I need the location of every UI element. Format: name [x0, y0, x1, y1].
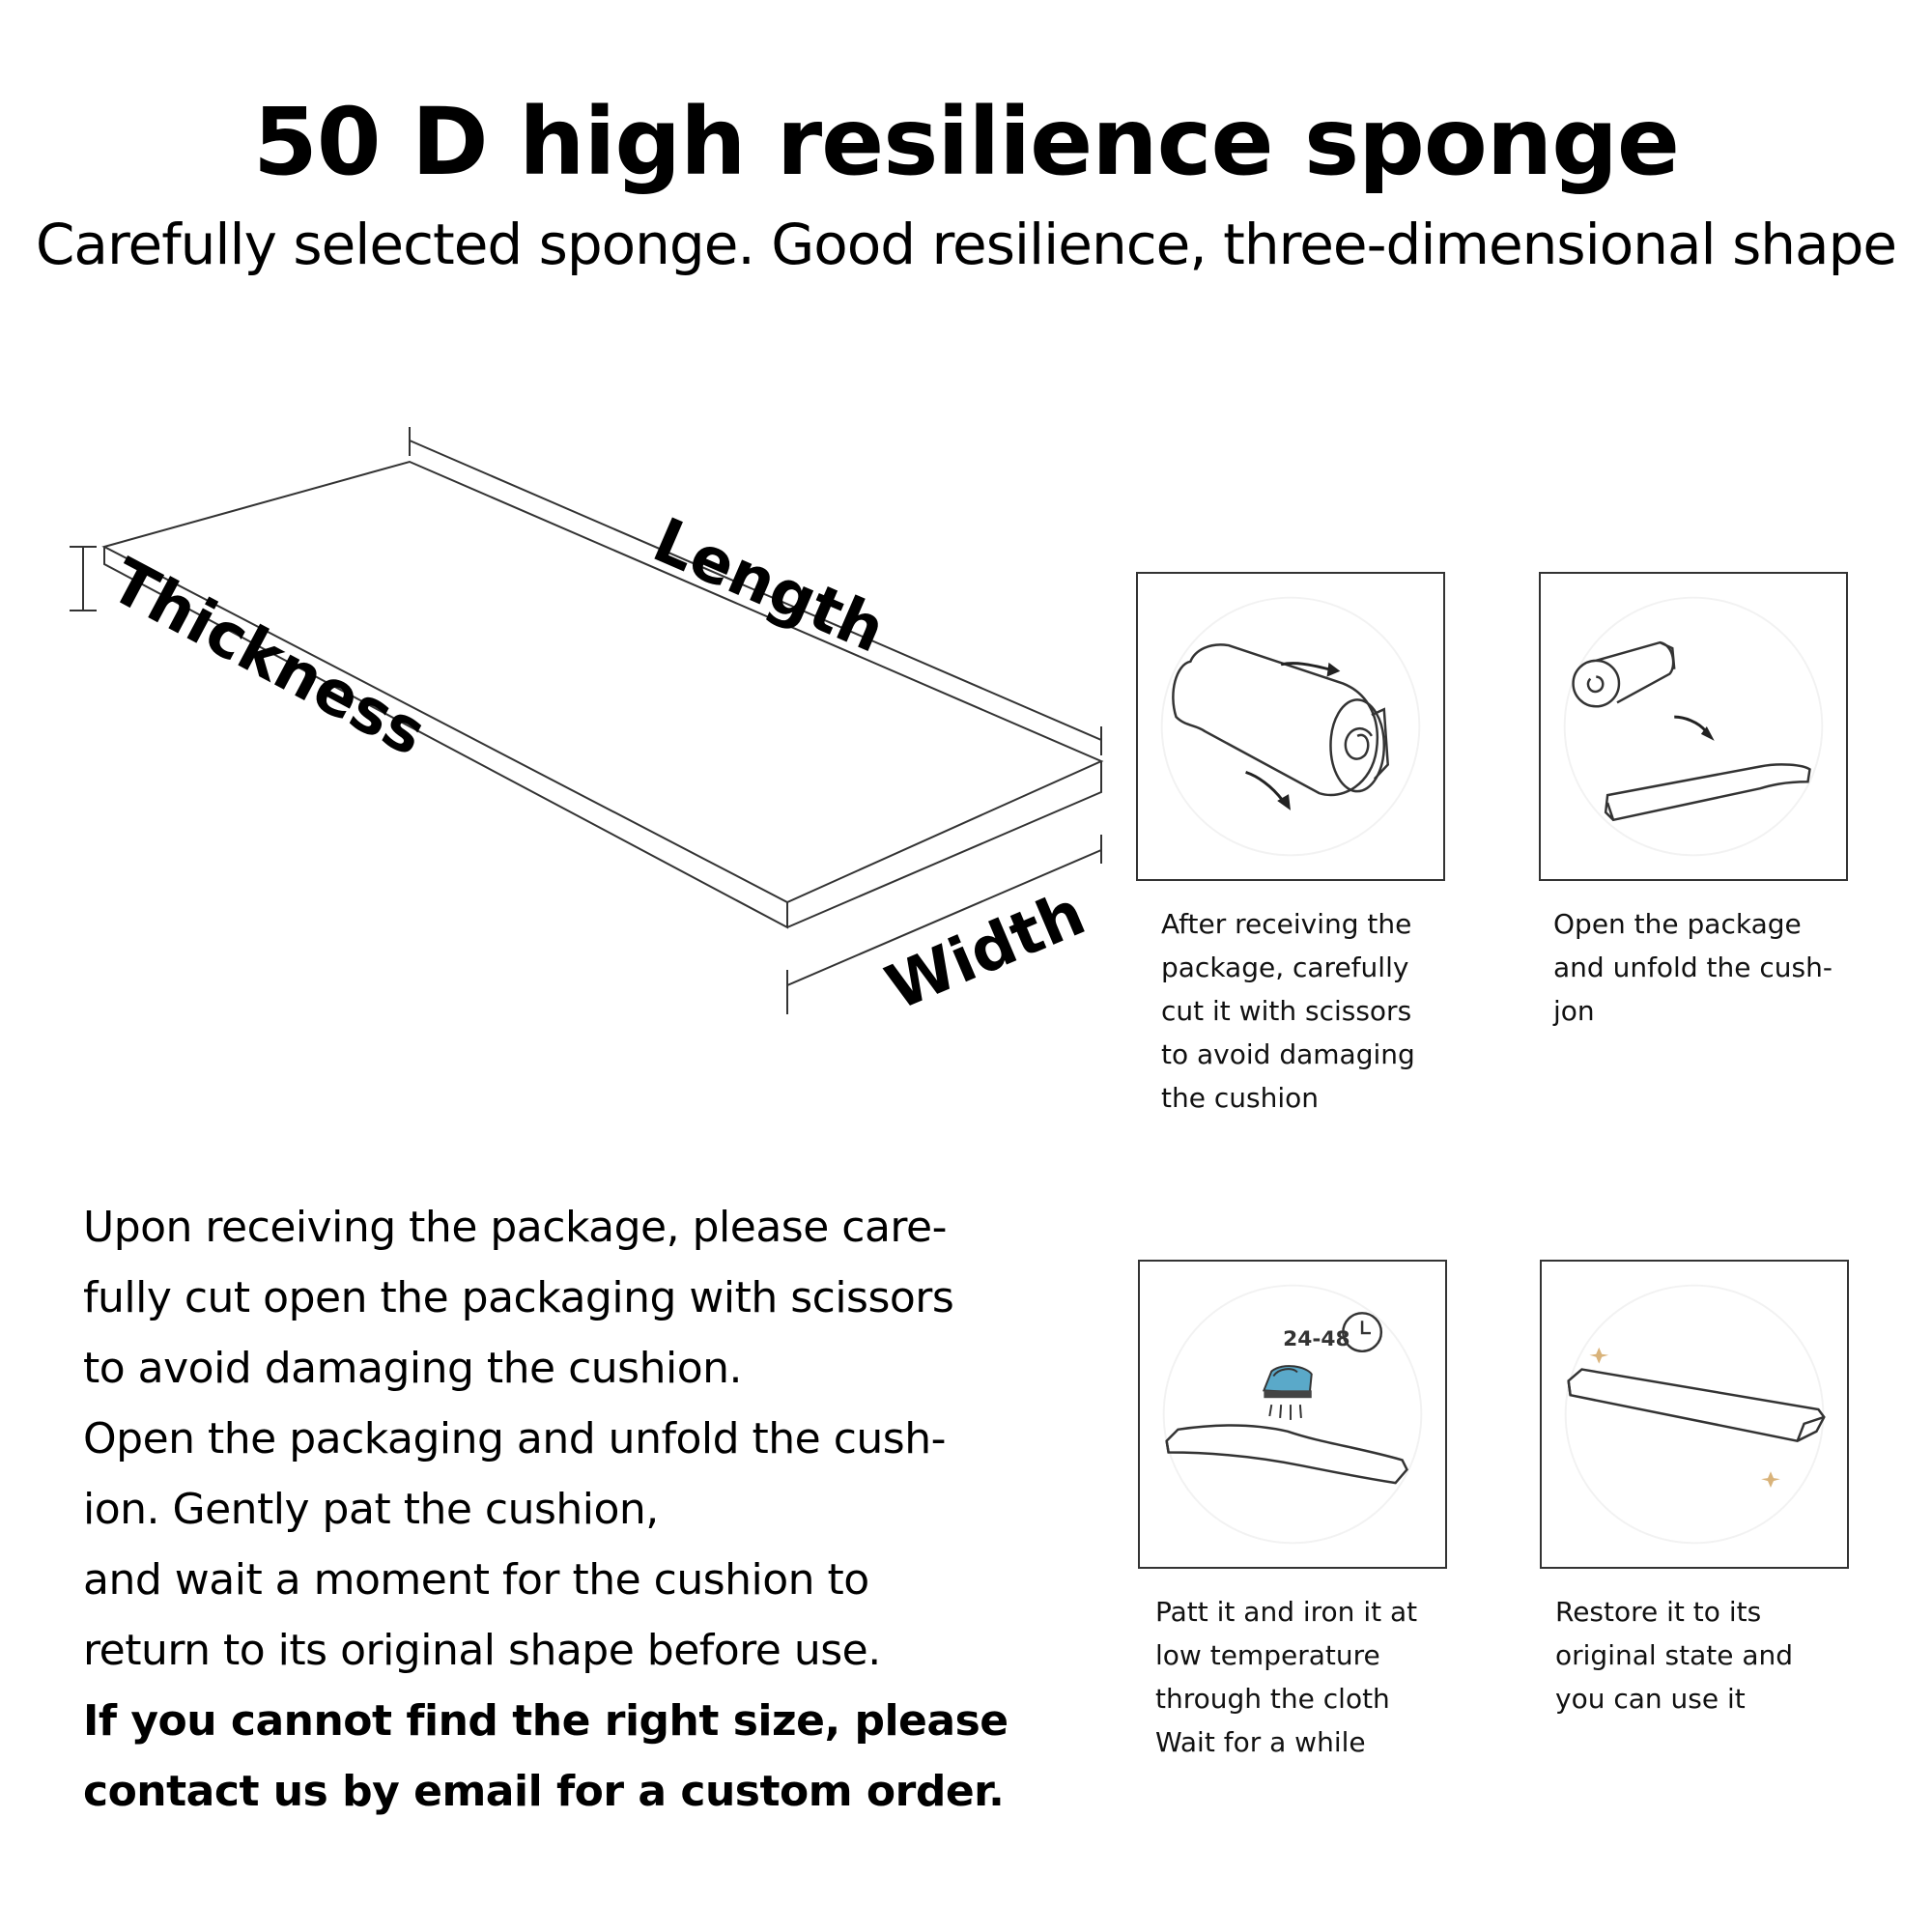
step-3-caption: Patt it and iron it at low temperature t… [1155, 1596, 1418, 1758]
page-subtitle: Carefully selected sponge. Good resilien… [35, 212, 1897, 277]
rolled-cushion-icon [1160, 596, 1421, 857]
thickness-label: Thickness [99, 546, 437, 771]
width-dimension-line [786, 849, 1102, 986]
unfold-cushion-icon [1563, 596, 1824, 857]
custom-order-note: If you cannot find the right size, pleas… [83, 1696, 1009, 1816]
step-4-caption: Restore it to its original state and you… [1555, 1596, 1794, 1715]
instructions-paragraph-3: and wait a moment for the cushion to ret… [83, 1555, 881, 1675]
step-2-panel [1539, 572, 1848, 881]
length-dimension-line [409, 440, 1102, 741]
iron-icon [1262, 1365, 1313, 1420]
clock-icon [1342, 1312, 1383, 1353]
step-4-panel [1540, 1260, 1849, 1569]
instructions-text: Upon receiving the package, please care-… [83, 1192, 1049, 1827]
timer-text: 24-48 [1283, 1327, 1350, 1351]
step-3-panel: 24-48 [1138, 1260, 1447, 1569]
restored-cushion-icon [1564, 1284, 1826, 1545]
iron-cushion-icon: 24-48 [1162, 1284, 1423, 1545]
cushion-side-face [786, 761, 1102, 928]
instructions-paragraph-1: Upon receiving the package, please care-… [83, 1203, 954, 1393]
step-1-caption: After receiving the package, carefully c… [1161, 908, 1415, 1114]
sparkle-icon [1589, 1347, 1780, 1489]
step-2-caption: Open the package and unfold the cush- jo… [1553, 908, 1833, 1027]
dimension-diagram: Length Thickness Width [70, 427, 1104, 1024]
step-1-panel [1136, 572, 1445, 881]
instructions-paragraph-2: Open the packaging and unfold the cush- … [83, 1414, 946, 1534]
cushion-front-face [103, 547, 788, 929]
length-label: Length [643, 505, 895, 668]
page-title: 50 D high resilience sponge [252, 88, 1680, 196]
